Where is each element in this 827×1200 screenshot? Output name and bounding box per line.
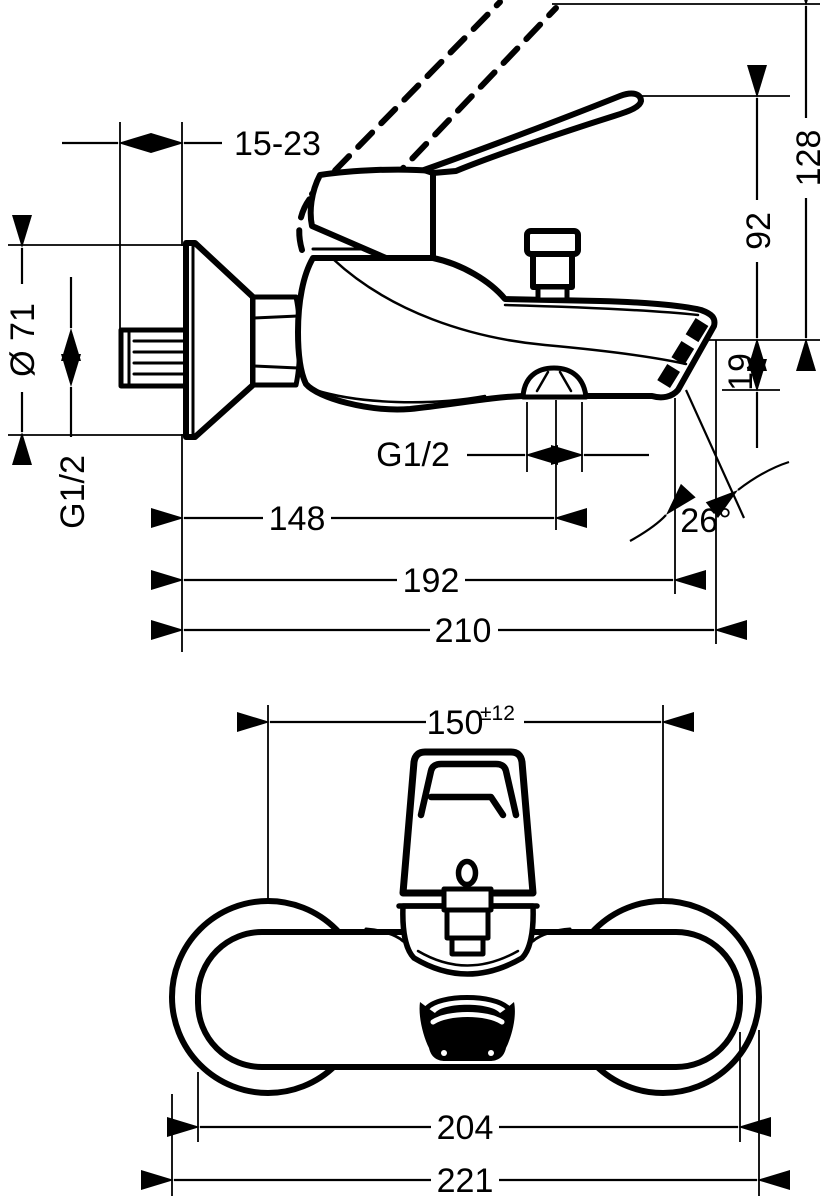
dim-total-depth: 210 bbox=[151, 612, 747, 650]
spout-outlet-front bbox=[419, 995, 515, 1061]
dim-total-width: 221 bbox=[141, 1162, 790, 1200]
dim-spout-angle-label: 26° bbox=[680, 502, 731, 540]
handle-cap bbox=[307, 166, 436, 261]
dim-spout-angle: 26° bbox=[629, 460, 790, 542]
dim-total-width-label: 221 bbox=[437, 1162, 494, 1200]
dim-wall-offset: 15-23 bbox=[62, 125, 321, 163]
bottom-outlet-dome bbox=[517, 365, 593, 400]
dim-total-depth-label: 210 bbox=[435, 612, 492, 650]
mixer-body-outline bbox=[295, 255, 718, 413]
handle-base-cup-inner-arc bbox=[416, 949, 520, 967]
dim-escutcheon-diameter: Ø 71 bbox=[4, 215, 42, 465]
spout-angle-line bbox=[684, 389, 746, 519]
dim-raised-lever-height-label: 128 bbox=[790, 130, 827, 187]
dim-body-width: 204 bbox=[167, 1109, 771, 1147]
lever-handle bbox=[421, 90, 644, 176]
dim-outlet-offset: 148 bbox=[151, 500, 587, 538]
aerator-band bbox=[653, 318, 709, 394]
handle-pin-hole bbox=[455, 858, 479, 888]
handle-front bbox=[399, 748, 537, 897]
supply-pipe bbox=[118, 327, 189, 389]
body-handle-fillets bbox=[364, 927, 572, 943]
dim-supply-thread: G1/2 bbox=[54, 277, 92, 529]
dim-connection-tolerance-label: ±12 bbox=[480, 702, 515, 725]
escutcheon-cone bbox=[183, 240, 256, 440]
cartridge-cover-stack bbox=[441, 886, 494, 957]
spout-top-inner-line bbox=[503, 303, 700, 317]
dim-spout-reach: 192 bbox=[151, 562, 706, 600]
body-underside-inner-line bbox=[313, 388, 487, 404]
dim-spout-reach-label: 192 bbox=[403, 562, 460, 600]
dim-connection-spacing-label: 150 bbox=[427, 704, 484, 742]
side-view: 15-23 Ø 71 G1/2 128 92 19 G1/2 bbox=[4, 0, 827, 652]
top-outlet-fitting bbox=[524, 228, 581, 303]
dim-raised-lever-height: 128 bbox=[790, 0, 827, 371]
dim-body-width-label: 204 bbox=[437, 1109, 494, 1147]
dim-spout-drop: 19 bbox=[722, 353, 767, 448]
body-inner-contour bbox=[331, 257, 688, 366]
hex-nut bbox=[250, 294, 303, 388]
dim-lever-height-label: 92 bbox=[740, 212, 778, 250]
front-view: 150 ±12 204 221 bbox=[141, 702, 790, 1200]
dim-outlet-offset-label: 148 bbox=[269, 500, 326, 538]
handle-grip-loop bbox=[417, 760, 520, 819]
dim-lever-height: 92 bbox=[740, 65, 778, 371]
dim-supply-thread-label: G1/2 bbox=[54, 455, 92, 529]
dim-wall-offset-label: 15-23 bbox=[234, 125, 321, 163]
dim-spout-drop-label: 19 bbox=[722, 353, 760, 391]
dim-outlet-thread: G1/2 bbox=[376, 436, 649, 474]
dim-connection-spacing: 150 ±12 bbox=[237, 702, 694, 742]
dim-escutcheon-diameter-label: Ø 71 bbox=[4, 303, 42, 377]
dim-outlet-thread-label: G1/2 bbox=[376, 436, 450, 474]
